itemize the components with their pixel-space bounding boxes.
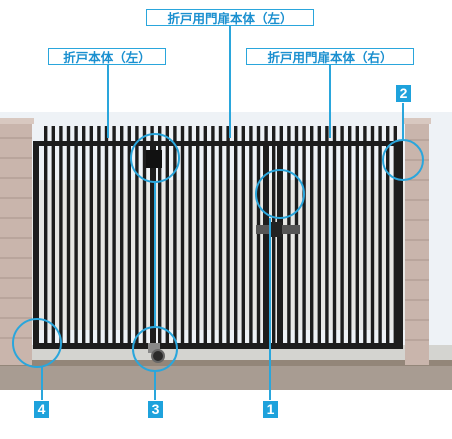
gate-bar xyxy=(226,126,230,348)
label-folding-body-left: 折戸本体（左） xyxy=(48,48,166,65)
gate-bar xyxy=(188,126,192,348)
callout-circle-4 xyxy=(12,318,62,368)
gate-bar xyxy=(370,126,375,348)
gate-bar xyxy=(66,126,71,348)
gate-bar xyxy=(104,126,109,348)
gate-bar xyxy=(180,126,185,348)
gate-bar xyxy=(97,126,101,348)
label-folding-gate-main-right: 折戸用門扉本体（右） xyxy=(246,48,414,65)
gate-bar xyxy=(340,126,344,348)
gate-bar xyxy=(218,126,223,348)
left-pillar xyxy=(0,118,34,365)
gate-bar xyxy=(173,126,177,348)
gate-bar xyxy=(44,126,48,348)
concrete-strip xyxy=(0,345,452,363)
gate-bar xyxy=(294,126,299,348)
gate-bar xyxy=(287,126,291,348)
gate-bar xyxy=(363,126,367,348)
latch-handle xyxy=(256,222,300,237)
caster-wheel xyxy=(148,343,165,363)
gate-bar xyxy=(241,126,245,348)
gate-bar xyxy=(211,126,215,348)
gravel-top xyxy=(0,360,452,366)
gate-bar xyxy=(386,126,390,348)
gate-bar xyxy=(378,126,382,348)
right-pillar xyxy=(403,118,431,365)
callout-circle-1 xyxy=(255,169,305,219)
gate-bar xyxy=(317,126,321,348)
gate-bar xyxy=(249,126,253,348)
gate-bar xyxy=(135,126,139,348)
gate-bar xyxy=(127,126,131,348)
gate-bar xyxy=(325,126,329,348)
gate-bar xyxy=(82,126,86,348)
gate-bar xyxy=(142,126,147,348)
gate-frame xyxy=(33,141,403,349)
gate-bar xyxy=(332,126,337,348)
gate-bar xyxy=(112,126,116,348)
gate-bar xyxy=(158,126,162,348)
gate-bar xyxy=(203,126,207,348)
gate-bar xyxy=(196,126,200,348)
gate-bar xyxy=(393,126,397,348)
marker-1: 1 xyxy=(263,401,278,418)
gate-bar xyxy=(74,126,78,348)
marker-3: 3 xyxy=(148,401,163,418)
marker-4: 4 xyxy=(34,401,49,418)
fold-hinge xyxy=(146,150,162,168)
marker-2: 2 xyxy=(396,85,411,102)
gate-bar xyxy=(355,126,359,348)
gate-bar xyxy=(51,126,55,348)
gate-bar xyxy=(348,126,352,348)
gate-bar xyxy=(310,126,314,348)
gate-bar xyxy=(302,126,306,348)
gate-bar xyxy=(234,126,238,348)
gate-bar xyxy=(120,126,124,348)
gate-bar xyxy=(89,126,93,348)
gate-bar xyxy=(165,126,169,348)
gate-bar xyxy=(256,126,261,348)
gate-bar xyxy=(59,126,63,348)
label-folding-gate-main-left: 折戸用門扉本体（左） xyxy=(146,9,314,26)
